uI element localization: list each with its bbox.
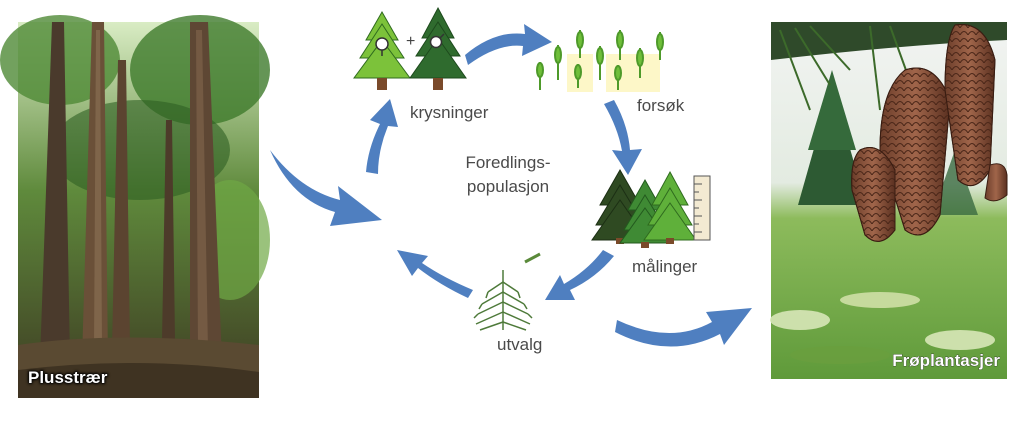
center-label-line2: populasjon [467, 177, 549, 196]
svg-text:+: + [406, 33, 415, 50]
output-arrow [615, 308, 752, 347]
plus-trees-caption: Plusstrær [28, 368, 108, 387]
step-label-trials: forsøk [637, 96, 685, 115]
measured-trees-icon [591, 168, 711, 248]
center-label-line1: Foredlings- [465, 153, 550, 172]
arrow-measurements-to-selection [545, 250, 614, 300]
arrow-trials-to-measurements [604, 100, 642, 175]
step-label-selection: utvalg [497, 335, 542, 354]
selected-tree-icon [473, 252, 541, 331]
seedling-trial-icon [536, 30, 664, 92]
arrow-selection-to-start [397, 250, 473, 298]
crossing-trees-icon: + [353, 6, 467, 90]
step-label-crossings: krysninger [410, 103, 489, 122]
plus-trees-photo [0, 15, 270, 398]
seed-orchards-caption: Frøplantasjer [892, 351, 1000, 370]
step-label-measurements: målinger [632, 257, 698, 276]
input-arrow [270, 150, 382, 226]
cycle-arrows [270, 24, 752, 347]
arrow-crossings-to-trials [465, 24, 552, 65]
arrow-to-crossings [366, 99, 398, 174]
seed-orchards-photo [770, 22, 1008, 379]
